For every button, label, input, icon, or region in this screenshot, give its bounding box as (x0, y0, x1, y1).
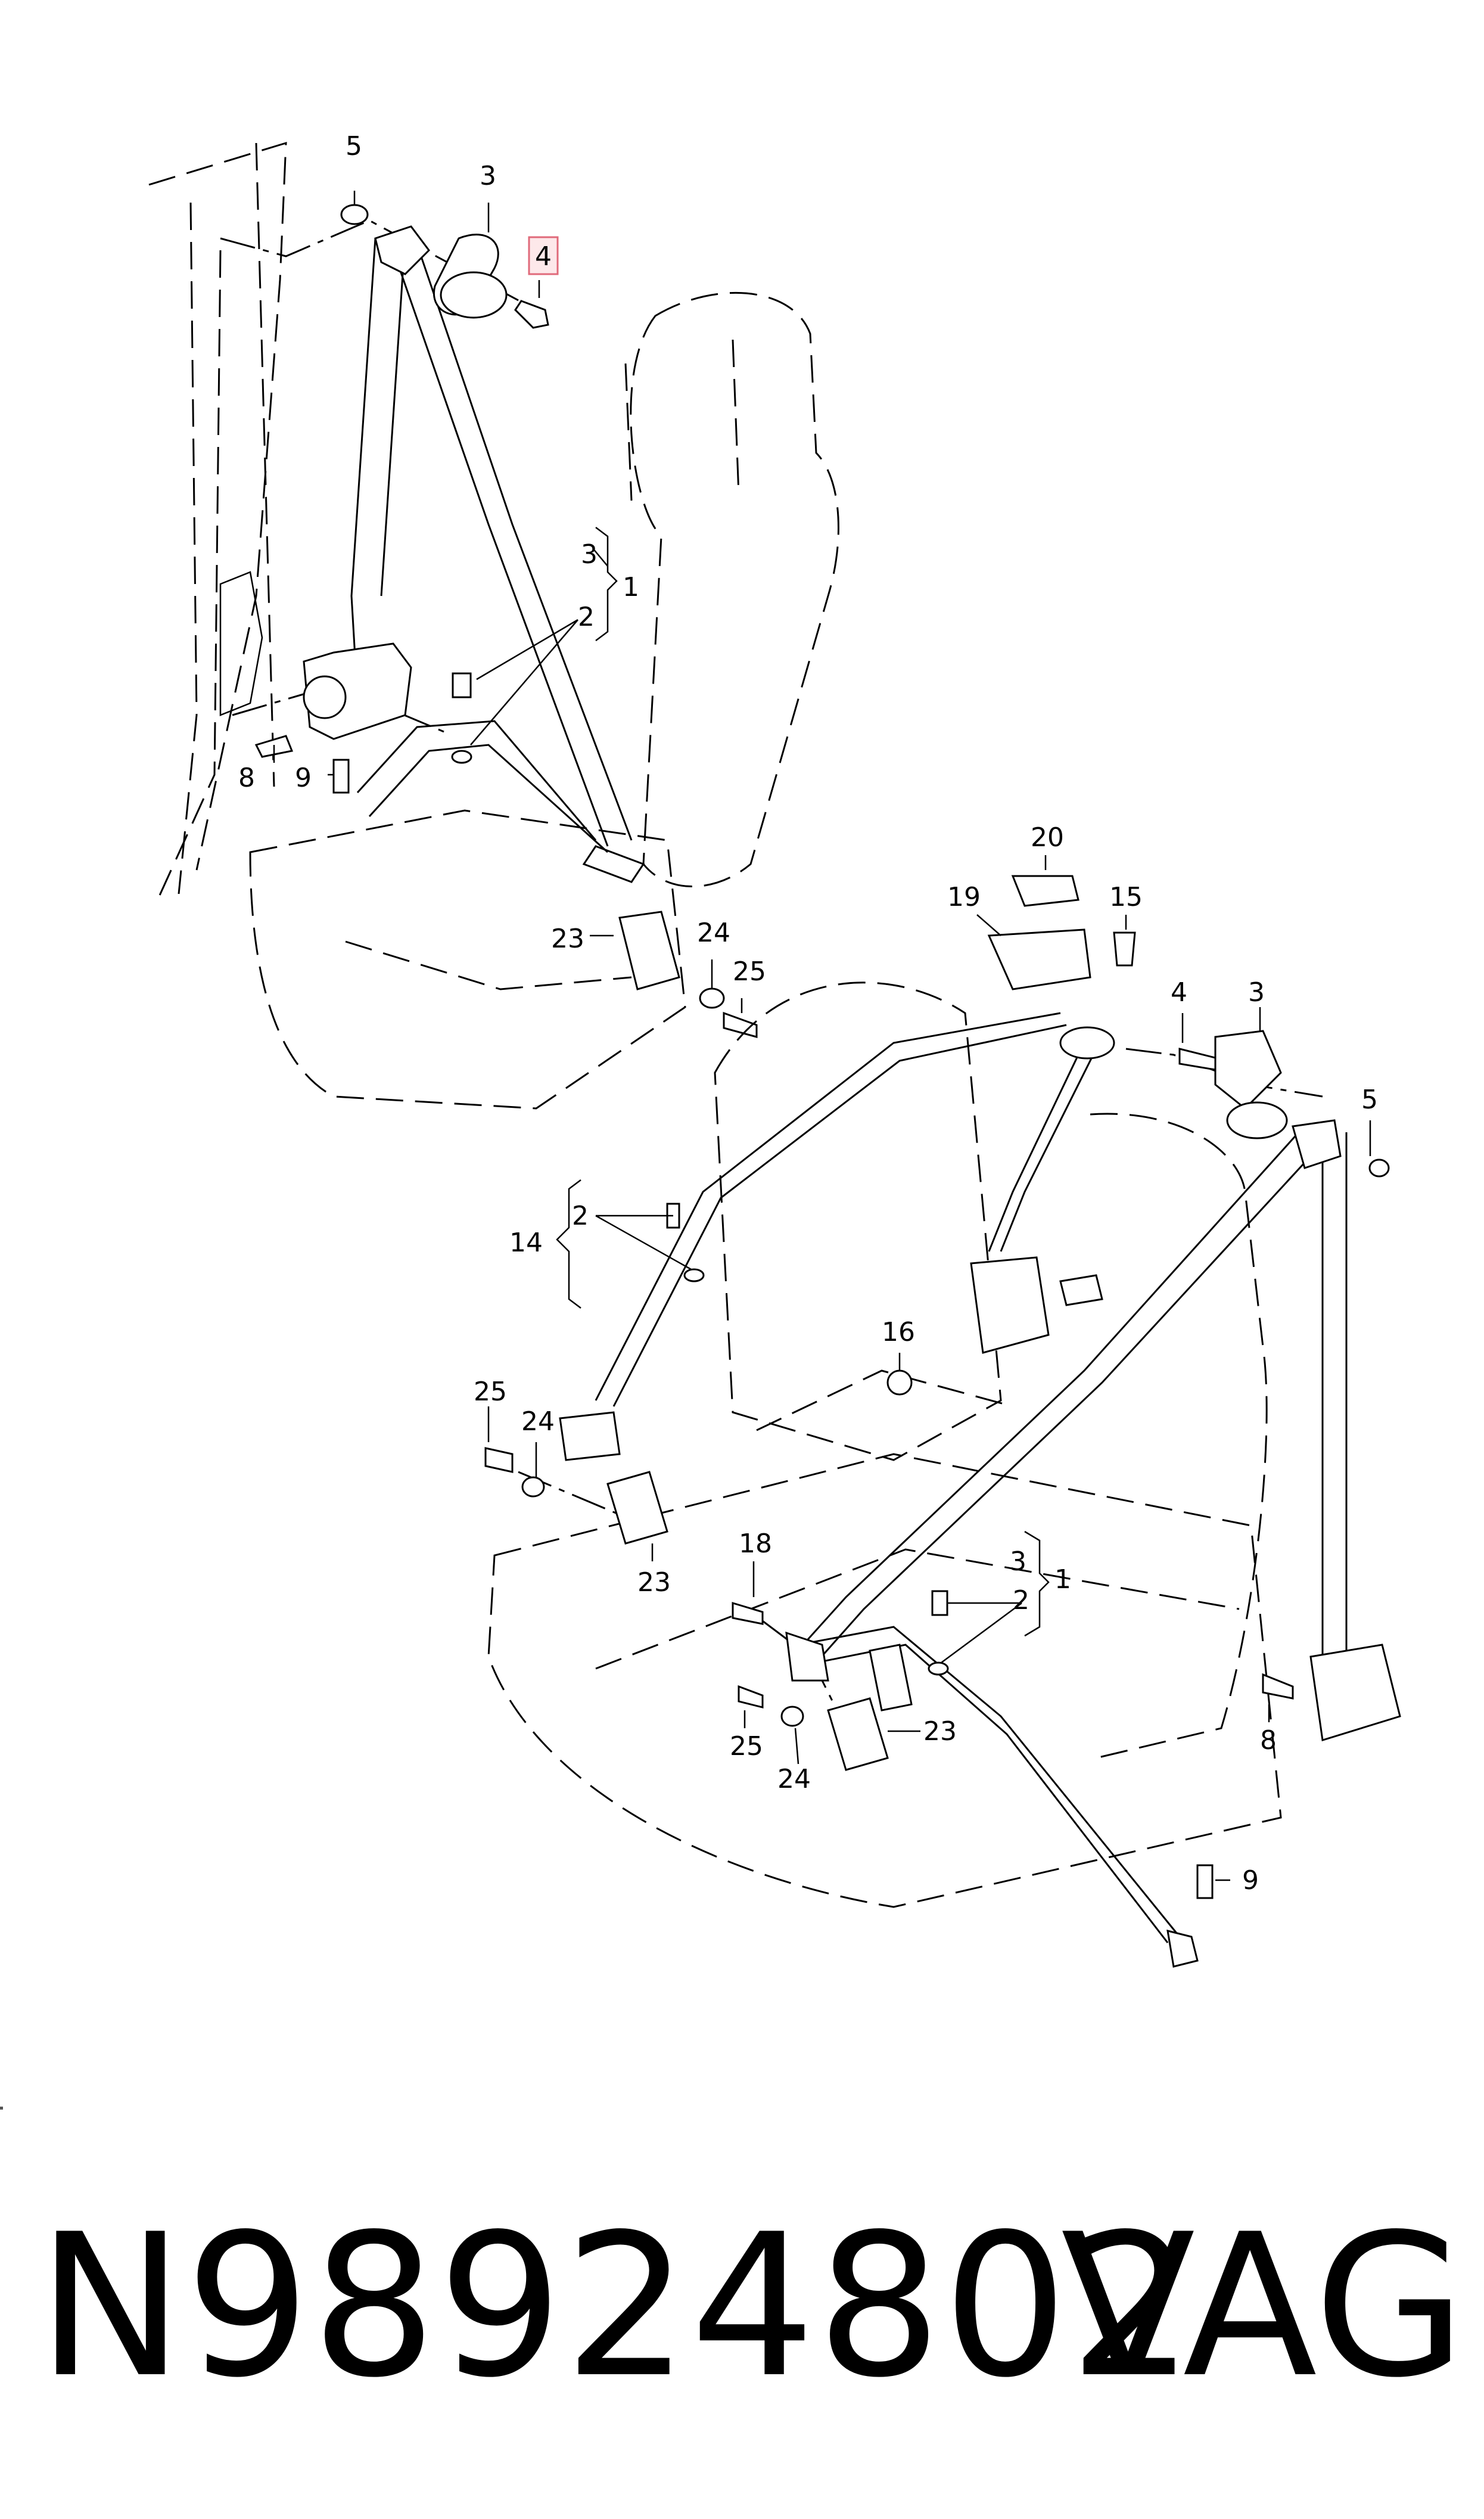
lower-label-2b: 2 (1013, 1585, 1029, 1616)
rear-seat-seams (595, 1369, 1240, 1670)
upper-anchor-plate (374, 225, 430, 275)
lower-label-15: 15 (1109, 882, 1143, 912)
upper-label-2: 2 (578, 602, 595, 632)
upper-seat-backrest (630, 291, 839, 887)
right-floor-anchor (1166, 1929, 1199, 1968)
upper-seat-cushion-seam (345, 940, 632, 990)
right-screw-8 (1262, 1673, 1294, 1700)
lower-label-25b: 25 (730, 1731, 763, 1762)
center-guide-19 (987, 928, 1091, 990)
upper-washer-24 (699, 987, 725, 1009)
upper-lap-belt (356, 720, 609, 853)
upper-screw-9 (332, 759, 350, 794)
upper-belt-webbing (350, 238, 645, 883)
upper-label-24: 24 (697, 918, 730, 948)
upper-label-9: 9 (295, 763, 312, 793)
lower-left-bolt-25 (484, 1447, 514, 1473)
brand-name: VAG (1060, 2192, 1466, 2421)
pillar-trim-panel (219, 571, 263, 716)
upper-label-4-highlighted[interactable]: 4 (535, 241, 552, 272)
left-tongue-plate (559, 1411, 621, 1461)
right-retractor (1309, 1644, 1401, 1741)
lower-bolt-18 (732, 1601, 764, 1625)
lower-buckle-axis (518, 1471, 835, 1705)
lower-label-14: 14 (509, 1228, 543, 1258)
right-washer-5 (1368, 1158, 1390, 1178)
lower-center-bolt-25 (738, 1685, 764, 1709)
lower-brace-1 (1024, 1530, 1050, 1637)
upper-label-3: 3 (480, 161, 496, 191)
lower-label-8: 8 (1260, 1725, 1277, 1756)
right-bolt-4 (1178, 1048, 1217, 1071)
right-belt-webbing (791, 1131, 1348, 1943)
center-anchor-ring (1059, 1026, 1115, 1060)
b-pillar-outline (148, 141, 287, 906)
upper-assembly: 5 3 4 3 1 2 8 9 23 24 25 (148, 131, 839, 1110)
lower-screw-2b (931, 1590, 948, 1616)
upper-label-23: 23 (551, 924, 584, 954)
upper-bracket-ring (440, 271, 508, 319)
right-screw-9 (1196, 1864, 1214, 1899)
lower-label-2a: 2 (572, 1201, 589, 1231)
center-tongue-plate (785, 1631, 829, 1682)
upper-label-1: 1 (623, 572, 639, 602)
edge-marker (0, 2107, 3, 2110)
lower-label-19: 19 (947, 882, 981, 912)
lower-label-3b: 3 (1010, 1546, 1026, 1577)
upper-washer-5 (340, 204, 369, 225)
upper-bolt-25 (723, 1011, 758, 1038)
lower-label-9: 9 (1242, 1865, 1259, 1896)
right-anchor-plate (1292, 1119, 1342, 1169)
upper-washer-2 (451, 750, 472, 764)
upper-screw-2 (452, 672, 472, 698)
center-buckle-stalk (869, 1644, 913, 1712)
lower-label-4: 4 (1171, 977, 1187, 1008)
seat-belt-exploded-diagram: 5 3 4 3 1 2 8 9 23 24 25 (148, 131, 1401, 1968)
upper-label-5: 5 (346, 131, 362, 161)
center-bolt-15 (1113, 931, 1136, 967)
lower-label-1: 1 (1054, 1564, 1071, 1595)
part-number: N98924802 (37, 2192, 1196, 2421)
lower-label-18: 18 (739, 1529, 772, 1559)
rear-seat-cushion (487, 1453, 1282, 1908)
lower-label-23a: 23 (637, 1567, 671, 1598)
lower-washer-2b (928, 1661, 949, 1676)
upper-label-25: 25 (733, 956, 766, 987)
upper-seat-cushion (249, 809, 686, 1110)
rear-seat-backrest-left (714, 981, 1002, 1461)
right-belt-guide-3 (1214, 1030, 1282, 1110)
upper-label-8: 8 (238, 763, 255, 793)
center-retractor-16-housing (970, 1256, 1050, 1354)
upper-bolt-4 (514, 300, 549, 329)
lower-center-washer-24 (780, 1706, 804, 1727)
center-nut-16 (886, 1369, 913, 1396)
lower-label-24b: 24 (777, 1764, 811, 1794)
lower-leader-lines (487, 855, 1371, 1881)
lower-label-25a: 25 (474, 1377, 507, 1407)
lower-assembly: 20 19 15 4 3 5 2 14 16 25 24 23 18 3 1 2… (474, 822, 1401, 1968)
rear-seat-backrest-right (1090, 1113, 1268, 1759)
upper-leader-lines (273, 191, 743, 1013)
center-retractor-bolt (1059, 1274, 1103, 1306)
highlight-box-part-4 (528, 236, 559, 275)
upper-brace-1 (595, 527, 618, 641)
center-washer-2 (683, 1268, 705, 1282)
upper-label-3b: 3 (581, 539, 598, 570)
lower-left-buckle-23 (606, 1471, 668, 1545)
lower-label-24a: 24 (521, 1406, 555, 1437)
lower-label-20: 20 (1031, 822, 1064, 853)
lower-brace-14 (556, 1179, 581, 1309)
upper-seat-headrest-line (624, 339, 740, 501)
lower-label-23b: 23 (923, 1716, 957, 1747)
right-bracket-ring (1226, 1101, 1288, 1139)
upper-buckle-23 (618, 911, 680, 990)
lower-left-washer-24 (521, 1476, 545, 1498)
lower-center-buckle-23 (827, 1697, 889, 1771)
lower-label-3: 3 (1248, 977, 1265, 1008)
center-cover-20 (1011, 875, 1079, 907)
center-belt-webbing (595, 1012, 1097, 1407)
lower-label-16: 16 (882, 1317, 915, 1347)
upper-retractor-spool (303, 675, 347, 719)
lower-label-5: 5 (1361, 1085, 1378, 1115)
